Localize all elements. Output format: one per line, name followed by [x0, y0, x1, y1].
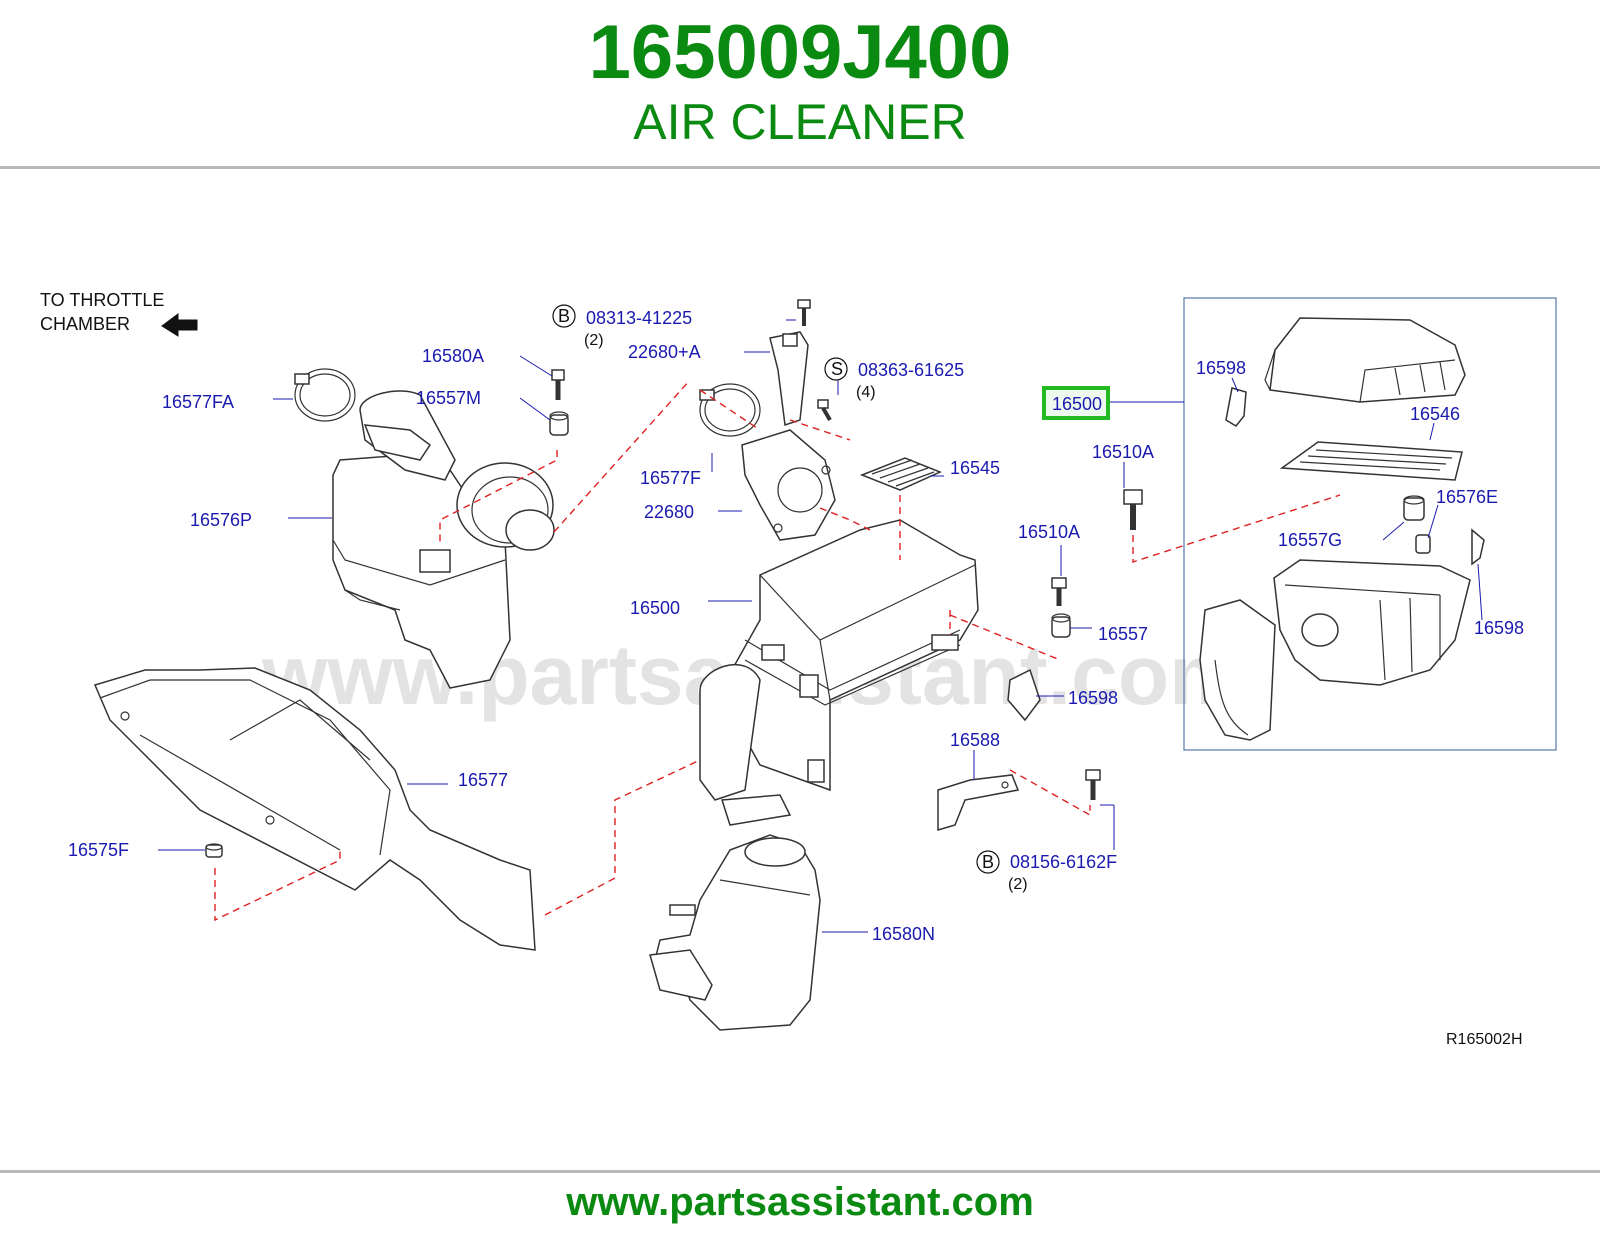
header-divider: [0, 166, 1600, 169]
grommet-16557G: [1403, 495, 1425, 521]
callout-16510A-center[interactable]: 16510A: [1018, 522, 1080, 542]
callout-08156-6162F[interactable]: 08156-6162F: [1010, 852, 1117, 872]
air-cleaner-body-16500: [699, 519, 979, 826]
bolt-16580A: [551, 369, 565, 400]
clip-16598-upper: [1225, 387, 1247, 427]
grommet-16557: [1051, 613, 1071, 638]
highlight-box: [1042, 386, 1110, 420]
resonator-16576P: [332, 390, 555, 689]
prefix-s-marker: S: [831, 359, 843, 379]
grommet-16575F: [205, 843, 223, 858]
callout-16598-lower[interactable]: 16598: [1474, 618, 1524, 638]
callout-16576E[interactable]: 16576E: [1436, 487, 1498, 507]
bolt-16510A-inset: [1123, 489, 1143, 530]
callout-08313-41225-group[interactable]: B 08313-41225 (2): [552, 304, 692, 349]
prefix-b-marker-2: B: [982, 852, 994, 872]
callout-16575F[interactable]: 16575F: [68, 840, 129, 860]
footer-website-link[interactable]: www.partsassistant.com: [566, 1180, 1034, 1224]
foam-16545: [859, 457, 942, 491]
bolt-08156-6162F: [1085, 769, 1101, 800]
callout-16576P[interactable]: 16576P: [190, 510, 252, 530]
clamp-16577F: [699, 383, 761, 437]
relation-lines: [214, 379, 1341, 922]
callout-16577F[interactable]: 16577F: [640, 468, 701, 488]
screw-08363-61625: [817, 399, 832, 422]
flange-22680: [741, 429, 836, 541]
callout-16557M[interactable]: 16557M: [416, 388, 481, 408]
callout-08363-61625[interactable]: 08363-61625: [858, 360, 964, 380]
footer-divider: [0, 1170, 1600, 1173]
callout-16500[interactable]: 16500: [630, 598, 680, 618]
callout-22680[interactable]: 22680: [644, 502, 694, 522]
callout-16580N[interactable]: 16580N: [872, 924, 935, 944]
callout-16557[interactable]: 16557: [1098, 624, 1148, 644]
callout-16545[interactable]: 16545: [950, 458, 1000, 478]
part-number-title: 165009J400: [588, 10, 1012, 95]
arrow-left-icon: [161, 313, 198, 337]
callout-16588[interactable]: 16588: [950, 730, 1000, 750]
grommet-16557M: [549, 411, 569, 436]
callout-16546[interactable]: 16546: [1410, 404, 1460, 424]
callout-16577FA[interactable]: 16577FA: [162, 392, 234, 412]
detail-inset-frame: [1183, 297, 1557, 751]
qty-08363-61625: (4): [856, 384, 876, 401]
highlighted-part-16500[interactable]: 16500: [1042, 386, 1110, 420]
callout-08156-6162F-group[interactable]: B 08156-6162F (2): [976, 850, 1117, 893]
clip-16598-center: [1007, 668, 1041, 722]
bolt-16510A-center: [1051, 577, 1067, 606]
callout-16598-upper[interactable]: 16598: [1196, 358, 1246, 378]
callout-22680-A[interactable]: 22680+A: [628, 342, 701, 362]
callout-16500-highlight[interactable]: 16500: [1052, 394, 1102, 414]
clamp-16577FA: [294, 368, 356, 422]
bracket-16588: [937, 774, 1020, 832]
qty-08313-41225: (2): [584, 332, 604, 349]
filter-element: [1279, 441, 1463, 481]
airflow-meter-22680-A: [769, 331, 809, 427]
duct-16577: [93, 667, 536, 951]
callout-16557G[interactable]: 16557G: [1278, 530, 1342, 550]
callout-16510A-inset[interactable]: 16510A: [1092, 442, 1154, 462]
screw-08313-41225: [797, 299, 811, 326]
callout-16598-center[interactable]: 16598: [1068, 688, 1118, 708]
callout-08313-41225[interactable]: 08313-41225: [586, 308, 692, 328]
prefix-b-marker: B: [558, 306, 570, 326]
callout-16580A[interactable]: 16580A: [422, 346, 484, 366]
note-line-2: CHAMBER: [40, 314, 130, 334]
pin-16576E: [1415, 534, 1431, 554]
callout-08363-61625-group[interactable]: S 08363-61625 (4): [824, 357, 964, 401]
upper-cover-16546: [1264, 317, 1466, 403]
callout-16577[interactable]: 16577: [458, 770, 508, 790]
page-header: 165009J400 AIR CLEANER: [0, 0, 1600, 168]
leader-lines: [158, 319, 1483, 933]
clip-16598-lower: [1471, 528, 1485, 566]
note-line-1: TO THROTTLE: [40, 290, 164, 310]
qty-08156-6162F: (2): [1008, 876, 1028, 893]
diagram-reference-code: R165002H: [1446, 1031, 1523, 1048]
part-name-subtitle: AIR CLEANER: [633, 94, 967, 150]
resonator-16580N: [649, 834, 821, 1031]
lower-case: [1199, 559, 1471, 741]
